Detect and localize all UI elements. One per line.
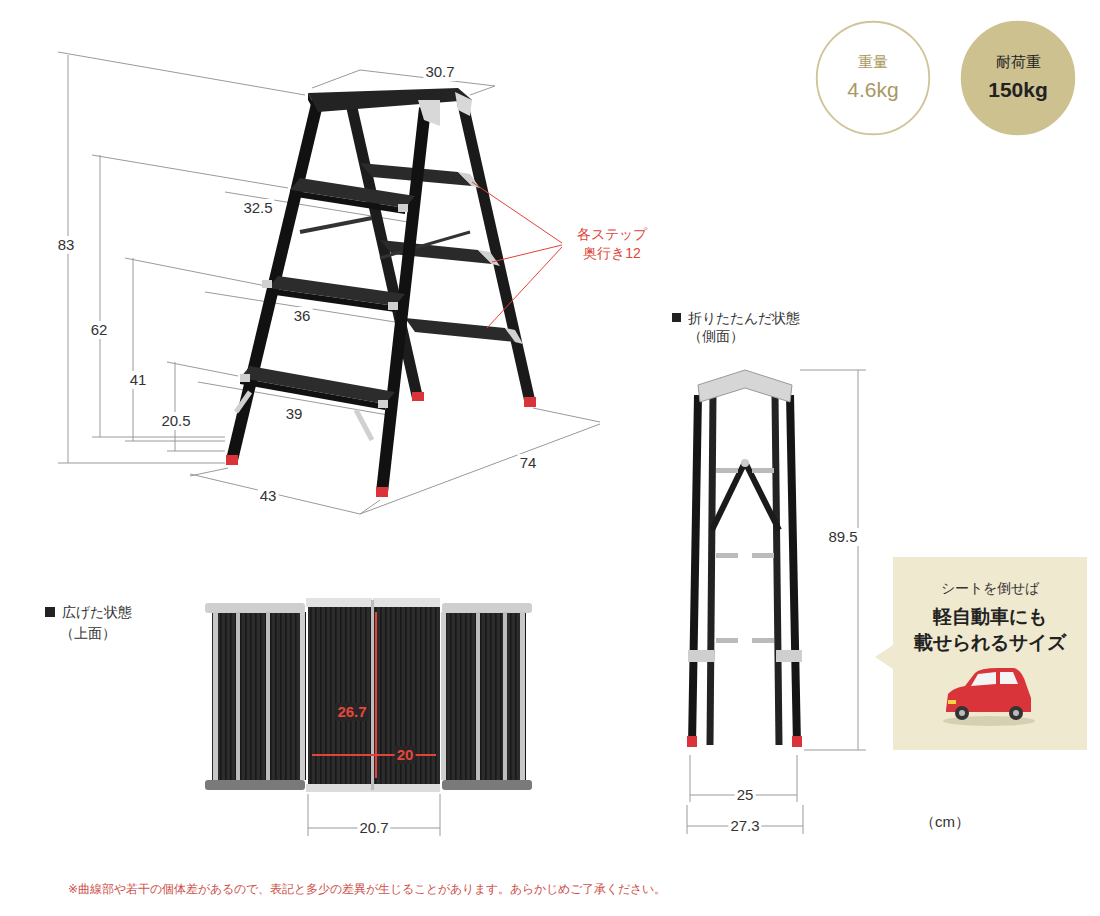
view-subtitle: （側面） — [688, 328, 744, 345]
footnote: ※曲線部や若干の個体差があるので、表記と多少の差異が生じることがあります。あらか… — [68, 882, 666, 896]
dimension: 74 — [518, 454, 539, 472]
dimension: 83 — [56, 236, 77, 254]
view-title: 広げた状態 — [62, 604, 132, 621]
node-heading: 耐荷重 — [996, 52, 1041, 72]
node-value: 150kg — [988, 76, 1048, 104]
dimension: 43 — [258, 487, 279, 505]
dimension: 26.7 — [335, 703, 368, 721]
dimension: 20 — [395, 746, 416, 764]
callout-note: 各ステップ 奥行き12 — [571, 225, 652, 263]
dimension: 30.7 — [423, 63, 456, 81]
dimension: 32.5 — [241, 199, 274, 217]
dimension: 36 — [292, 307, 313, 325]
dimension: 20.7 — [357, 819, 390, 837]
dimension: 20.5 — [159, 412, 192, 430]
spec-circle: 耐荷重 150kg — [960, 20, 1076, 136]
view-subtitle: （上面） — [60, 625, 116, 642]
dimension: 89.5 — [826, 528, 859, 546]
dimension: 25 — [735, 786, 756, 804]
view-title: 折りたたんだ状態 — [688, 310, 800, 327]
dimension: 27.3 — [728, 817, 761, 835]
spec-circle: 重量 4.6kg — [815, 20, 931, 136]
dimension: 39 — [284, 405, 305, 423]
unit-note: （cm） — [918, 813, 972, 831]
node-value: 4.6kg — [847, 76, 898, 104]
callout-box: シートを倒せば軽自動車にも 載せられるサイズ — [893, 557, 1087, 667]
node-heading: 重量 — [858, 52, 888, 72]
dimension: 41 — [128, 371, 149, 389]
node-value: 軽自動車にも 載せられるサイズ — [908, 604, 1071, 655]
dimension: 62 — [89, 321, 110, 339]
node-heading: シートを倒せば — [941, 579, 1039, 598]
